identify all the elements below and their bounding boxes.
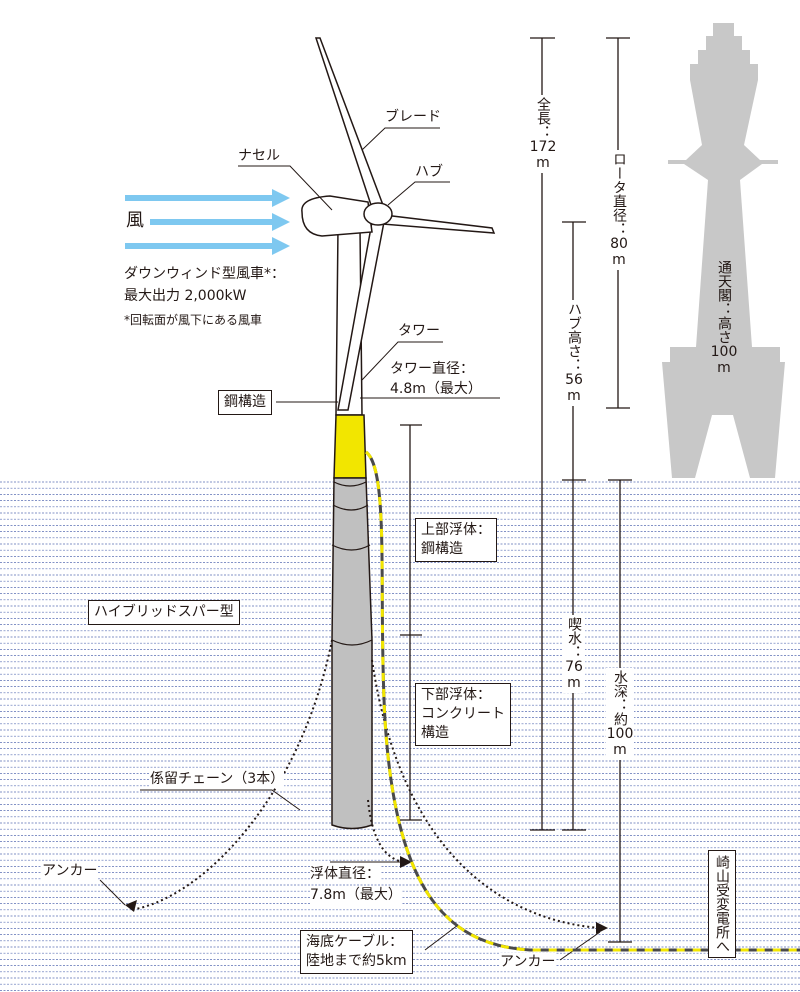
dim-water-depth-unit: m: [613, 742, 627, 758]
label-max-output: 最大出力 2,000kW: [124, 288, 247, 304]
upper-float-material: 鋼構造: [421, 541, 463, 557]
upper-float-title: 上部浮体：: [421, 522, 491, 538]
label-steel-structure: 鋼構造: [218, 390, 272, 415]
dim-tsutenkaku-unit: m: [717, 360, 731, 376]
label-nacelle: ナセル: [238, 148, 280, 164]
hub: [363, 202, 393, 226]
leader-lines: [99, 127, 601, 961]
lower-float-material-1: コンクリート: [421, 706, 505, 722]
sea-water-lines: [0, 481, 800, 991]
lower-float-material-2: 構造: [421, 725, 449, 741]
wind-arrows: [125, 189, 290, 255]
label-wind: 風: [126, 210, 144, 231]
nacelle: [301, 195, 373, 237]
label-mooring-chain: 係留チェーン（3本）: [150, 770, 285, 788]
dim-tsutenkaku-label: 通天閣：高さ: [716, 260, 732, 344]
dim-total-length: 全長： 172 m: [530, 95, 556, 173]
dim-draft-unit: m: [567, 675, 581, 691]
label-hybrid-spar: ハイブリッドスパー型: [88, 600, 240, 625]
label-hub: ハブ: [415, 164, 443, 180]
dim-water-depth-label: 水深：約: [612, 670, 628, 726]
label-lower-float: 下部浮体： コンクリート 構造: [415, 683, 511, 746]
dim-hub-height: ハブ高さ： 56 m: [563, 300, 585, 406]
label-footnote: *回転面が風下にある風車: [124, 313, 263, 327]
dim-hub-height-value: 56: [565, 372, 583, 388]
label-tower: タワー: [398, 323, 440, 339]
dim-rotor-diameter-label: ロータ直径：: [611, 152, 627, 236]
subsea-cable-distance: 陸地まで約5km: [306, 953, 407, 969]
steel-section: [333, 414, 367, 479]
label-substation: 崎山受変電所へ: [708, 850, 736, 958]
dim-water-depth-value: 100: [606, 726, 634, 742]
dim-hub-height-unit: m: [567, 388, 581, 404]
label-anchor-left: アンカー: [42, 862, 98, 880]
dim-rotor-diameter-unit: m: [612, 252, 626, 268]
dim-rotor-diameter: ロータ直径： 80 m: [608, 150, 630, 270]
spar-float: [331, 477, 373, 830]
dim-tsutenkaku: 通天閣：高さ 100 m: [709, 258, 739, 378]
lower-float-title: 下部浮体：: [421, 687, 491, 703]
label-anchor-bottom: アンカー: [500, 953, 556, 971]
subsea-cable-title: 海底ケーブル：: [306, 934, 404, 950]
rotor-blades: [314, 37, 496, 411]
label-upper-float: 上部浮体： 鋼構造: [415, 518, 497, 562]
label-turbine-type: ダウンウィンド型風車*：: [124, 266, 285, 282]
dim-draft: 喫水： 76 m: [563, 615, 585, 693]
tsutenkaku-silhouette: [662, 23, 785, 478]
label-tower-diameter: タワー直径：: [390, 361, 474, 377]
label-blade: ブレード: [385, 109, 441, 125]
dim-tsutenkaku-value: 100: [710, 344, 738, 360]
dim-total-length-unit: m: [536, 155, 550, 171]
dim-draft-label: 喫水：: [566, 617, 582, 659]
label-subsea-cable: 海底ケーブル： 陸地まで約5km: [300, 930, 413, 974]
label-float-diameter-value: 7.8m（最大）: [310, 886, 402, 904]
subsea-cable: [364, 450, 800, 952]
dim-draft-value: 76: [565, 659, 583, 675]
dim-hub-height-label: ハブ高さ：: [566, 302, 582, 372]
dim-total-length-label: 全長：: [535, 97, 551, 139]
label-float-diameter: 浮体直径：: [310, 865, 380, 883]
dim-rotor-diameter-value: 80: [610, 236, 628, 252]
label-tower-diameter-value: 4.8m（最大）: [390, 381, 482, 397]
dim-total-length-value: 172: [529, 139, 557, 155]
dim-water-depth: 水深：約 100 m: [606, 668, 634, 760]
